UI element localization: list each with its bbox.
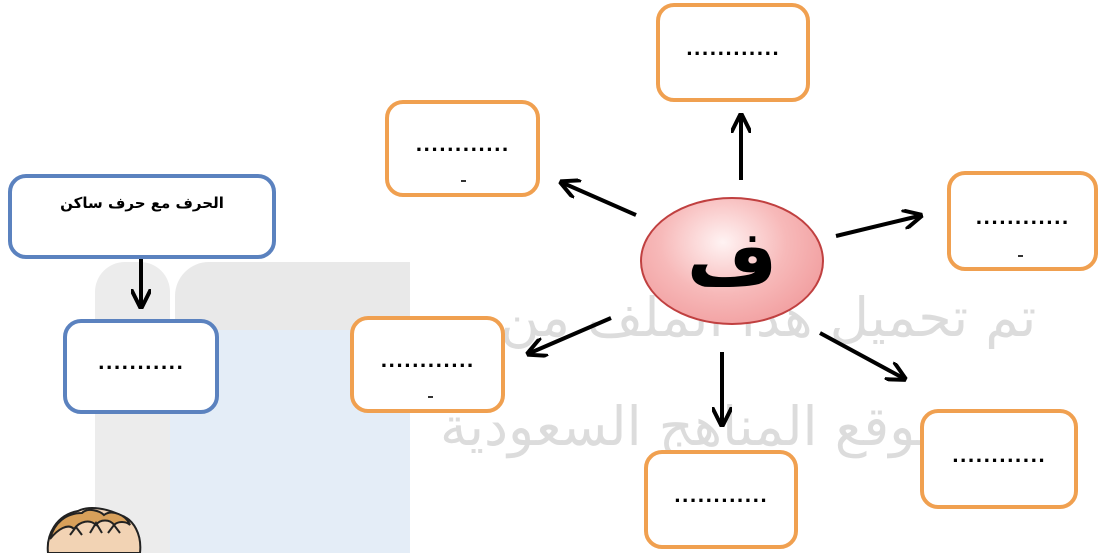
tick-mark [428, 396, 433, 398]
answer-box-top[interactable]: ............ [656, 3, 810, 102]
answer-placeholder: ............ [951, 445, 1047, 467]
answer-placeholder: ............ [673, 486, 769, 507]
answer-box-left[interactable]: ............ [350, 316, 505, 413]
answer-box-bottom-right[interactable]: ............ [920, 409, 1078, 509]
answer-placeholder: ............ [415, 135, 510, 156]
tick-mark [1018, 255, 1023, 257]
tick-mark [461, 180, 466, 182]
arrow-lower-right [819, 331, 903, 378]
answer-placeholder: ........... [97, 353, 185, 374]
answer-box-bottom[interactable]: ............ [644, 450, 798, 549]
center-letter-circle: ف [640, 197, 824, 325]
center-letter: ف [686, 214, 778, 304]
rule-answer-box[interactable]: ........... [63, 319, 219, 414]
arrow-left [530, 316, 612, 353]
watermark-line-2: موقع المناهج السعودية [440, 395, 947, 458]
answer-box-right[interactable]: ............ [947, 171, 1098, 271]
rule-label: الحرف مع حرف ساكن [60, 193, 224, 212]
answer-box-upper-left[interactable]: ............ [385, 100, 540, 197]
arrow-right [835, 216, 919, 238]
rule-box: الحرف مع حرف ساكن [8, 174, 276, 259]
answer-placeholder: ............ [380, 351, 475, 372]
answer-placeholder: ............ [975, 207, 1070, 229]
cartoon-boy-illustration [46, 507, 142, 553]
answer-placeholder: ............ [685, 39, 781, 60]
arrow-upper-left [563, 183, 637, 217]
